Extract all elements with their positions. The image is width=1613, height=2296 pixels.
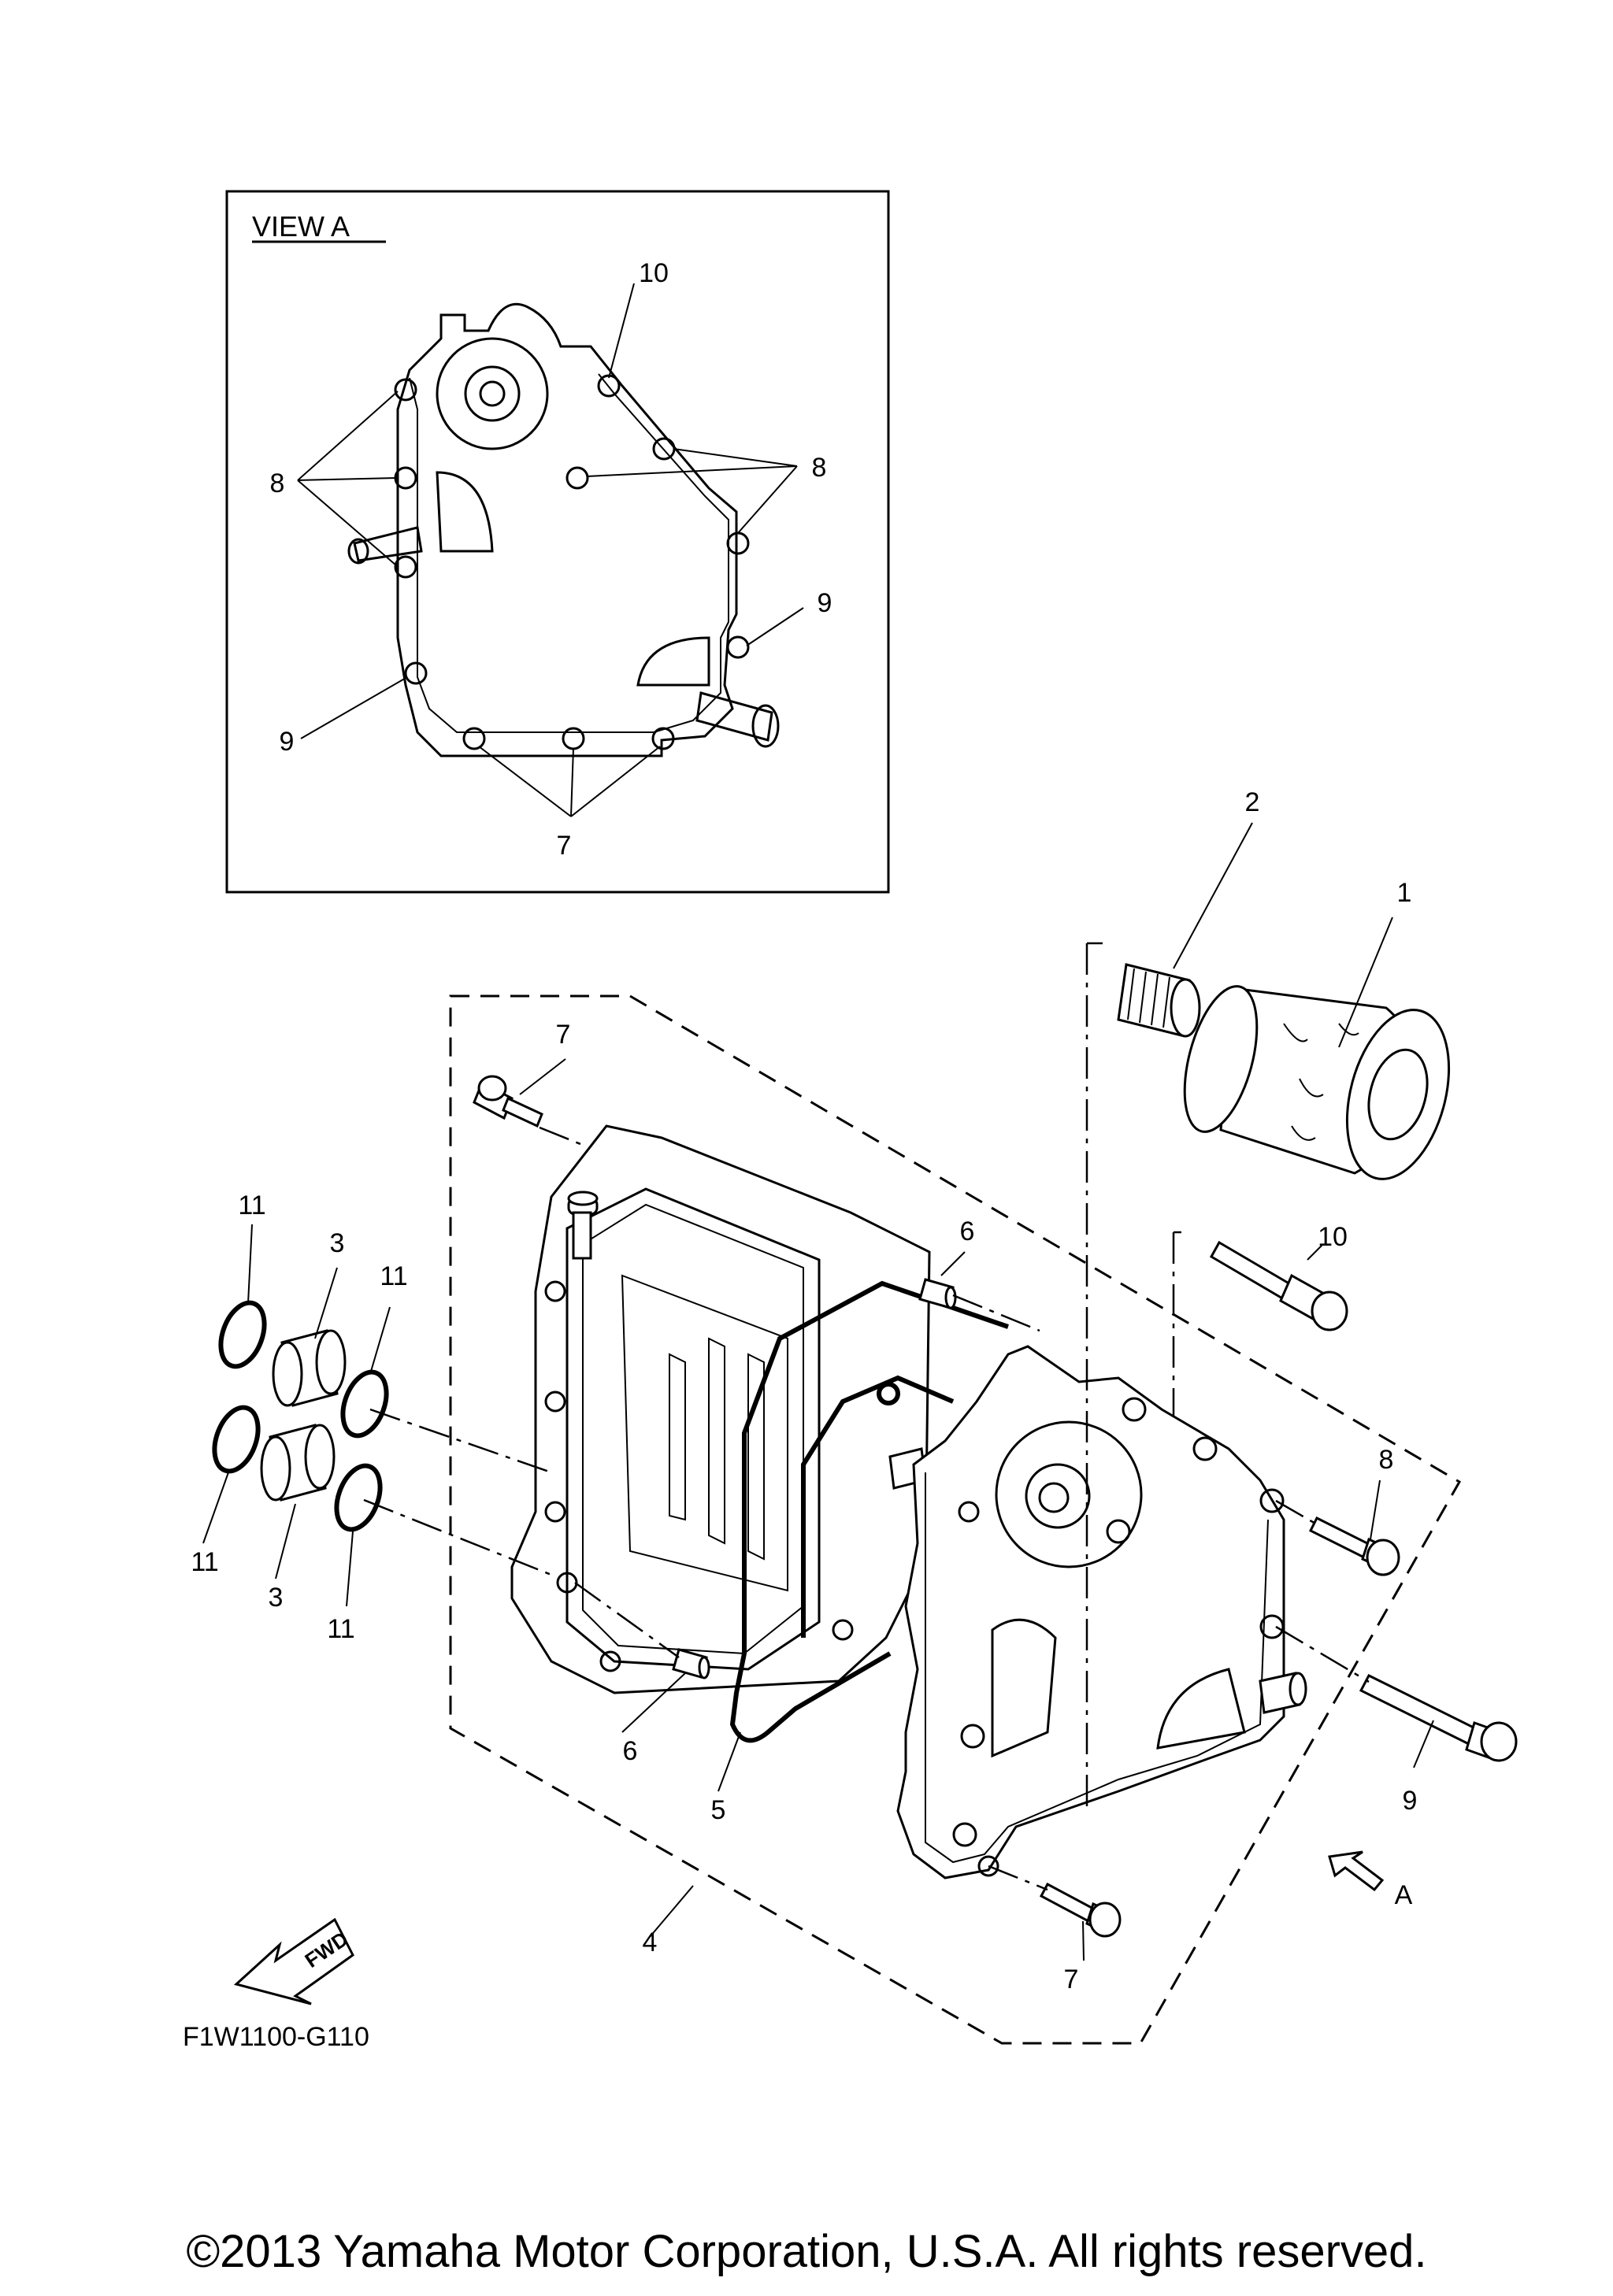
fwd-arrow-icon: FWD (233, 1917, 354, 2005)
main-exploded-view: FWD 1 2 3 3 4 5 6 6 7 7 8 9 10 11 11 11 … (183, 787, 1518, 2052)
view-a-title: VIEW A (252, 210, 350, 243)
threaded-fitting (1117, 963, 1201, 1038)
callout-9: 9 (1403, 1786, 1418, 1816)
gasket-5-hole (877, 1382, 900, 1405)
callout-1: 1 (1397, 878, 1412, 908)
callout-4: 4 (643, 1928, 658, 1957)
callout-3-bottom: 3 (269, 1583, 284, 1613)
callout-11-top-right: 11 (380, 1261, 407, 1291)
view-a-left-pipe (353, 526, 423, 562)
view-a-inset: VIEW A (225, 190, 890, 894)
dowel-pins (672, 1278, 957, 1679)
callout-7-top: 7 (556, 1020, 571, 1050)
view-a-filter-mount-hole (479, 380, 506, 407)
view-a-left-pipe-end (347, 538, 369, 565)
view-a-callout-7: 7 (557, 831, 572, 861)
gasket-5 (729, 1280, 1009, 1743)
view-a-right-pipe-end (751, 704, 780, 748)
callout-11-bottom-left: 11 (191, 1547, 218, 1577)
assembly-4-boundary (449, 994, 1462, 2045)
bolt-10 (1209, 1240, 1348, 1331)
callout-6-bottom: 6 (623, 1736, 638, 1766)
oil-cooler-case (510, 1124, 931, 1694)
callout-8: 8 (1379, 1445, 1394, 1475)
view-a-callout-9-left: 9 (280, 727, 295, 757)
view-a-cover-outline (396, 302, 738, 757)
diagram-code: F1W1100-G110 (183, 2022, 369, 2052)
view-a-arrow (1328, 1850, 1385, 1892)
view-a-callout-8-right: 8 (812, 453, 827, 483)
bolt-7-top (473, 1075, 543, 1128)
center-lines (363, 942, 1370, 1891)
view-a-bolt-holes (394, 374, 750, 750)
view-a-arrow-label: A (1395, 1880, 1413, 1910)
view-a-callout-10: 10 (639, 258, 669, 288)
gasket-5-inner (801, 1375, 955, 1638)
view-a-boss-right (636, 636, 710, 687)
o-rings (212, 1300, 389, 1532)
main-leaders (202, 822, 1434, 1961)
view-a-callout-9-right: 9 (818, 588, 832, 618)
view-a-filter-mount (436, 337, 549, 450)
callout-11-bottom-right: 11 (327, 1614, 354, 1644)
callout-2: 2 (1245, 787, 1260, 817)
callout-11-top-left: 11 (238, 1191, 265, 1220)
pipe-stubs (260, 1329, 347, 1502)
bolt-9 (1359, 1674, 1518, 1762)
view-a-leaders (297, 283, 804, 817)
callout-10: 10 (1318, 1222, 1348, 1252)
callout-5: 5 (711, 1795, 726, 1825)
oil-filter-cover (896, 1345, 1307, 1879)
view-a-filter-mount-inner (464, 365, 521, 422)
callout-3-top: 3 (330, 1228, 345, 1258)
callout-6-top: 6 (960, 1217, 975, 1246)
view-a-gasket-line (409, 373, 729, 733)
copyright-notice: ©2013 Yamaha Motor Corporation, U.S.A. A… (186, 2226, 1427, 2277)
bolt-8 (1308, 1516, 1400, 1576)
view-a-right-pipe (695, 691, 773, 742)
bolt-7-bottom (1039, 1882, 1122, 1938)
callout-7-bottom: 7 (1064, 1965, 1079, 1994)
view-a-frame (225, 190, 890, 894)
view-a-callout-8-left: 8 (270, 468, 285, 498)
oil-filter (1183, 985, 1451, 1180)
view-a-boss-left (436, 471, 494, 553)
